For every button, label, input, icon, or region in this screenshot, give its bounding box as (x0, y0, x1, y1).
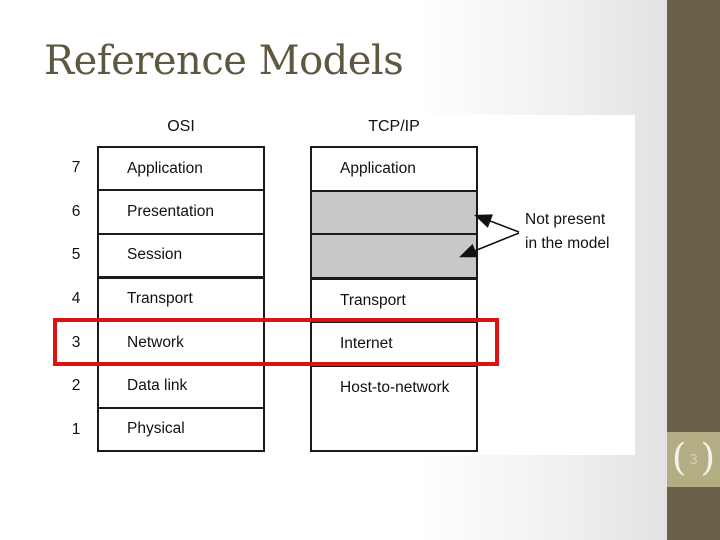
tcpip-missing-layer-cell (312, 235, 476, 280)
tcpip-layer-application: Application (312, 148, 476, 192)
osi-layer-data-link: Data link (99, 365, 263, 409)
diagram-panel: OSI TCP/IP 7 6 5 4 3 2 1 Application Pre… (53, 115, 635, 455)
osi-layer-presentation: Presentation (99, 191, 263, 235)
tcpip-layer-host-to-network: Host-to-network (340, 378, 450, 396)
osi-layer-application: Application (99, 148, 263, 192)
osi-layer-number: 6 (71, 202, 81, 220)
osi-layer-physical: Physical (127, 420, 185, 438)
arrow-to-upper-gray-cell (474, 214, 520, 233)
page-number-badge: ( 3 ) (667, 432, 720, 487)
page-number: 3 (689, 451, 698, 468)
osi-layer-number: 2 (71, 377, 81, 395)
not-present-annotation: Not present in the model (525, 208, 609, 256)
tcpip-missing-layer-cell (312, 191, 476, 236)
badge-right-paren: ) (700, 436, 716, 479)
osi-layer-number: 1 (71, 421, 81, 439)
tcpip-column-header: TCP/IP (368, 118, 420, 135)
osi-layer-number: 3 (71, 333, 81, 351)
osi-layer-number: 7 (71, 158, 81, 176)
osi-layer-session: Session (99, 235, 263, 279)
osi-column-header: OSI (167, 118, 195, 135)
tcpip-layer-internet: Internet (312, 323, 476, 367)
annotation-line-2: in the model (525, 235, 610, 252)
osi-layer-number: 4 (71, 290, 81, 308)
osi-layer-numbers: 7 6 5 4 3 2 1 (55, 146, 97, 452)
osi-layer-transport: Transport (99, 279, 263, 323)
osi-layer-number: 5 (71, 246, 81, 264)
osi-layer-network: Network (99, 322, 263, 366)
osi-model-table: Application Presentation Session Transpo… (97, 146, 265, 452)
tcpip-model-table: Application Transport Internet Host-to-n… (310, 146, 478, 452)
annotation-line-1: Not present (525, 211, 606, 228)
tcpip-layer-host-to-network-extension (312, 408, 476, 450)
tcpip-layer-transport: Transport (312, 280, 476, 324)
slide-title: Reference Models (44, 38, 404, 84)
badge-left-paren: ( (671, 436, 687, 479)
